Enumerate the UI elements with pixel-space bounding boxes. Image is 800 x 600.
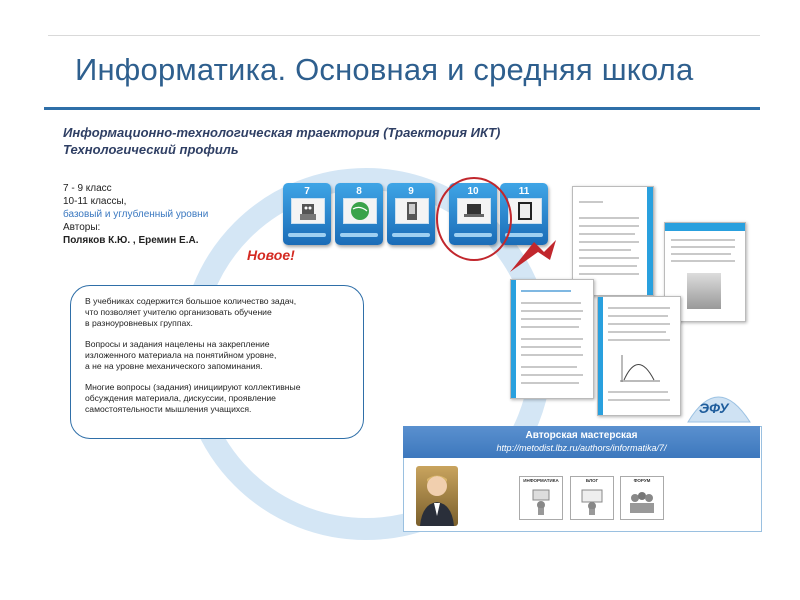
blog-link-button[interactable]: БЛОГ xyxy=(570,476,614,520)
forum-link-button[interactable]: ФОРУМ xyxy=(620,476,664,520)
slide-title: Информатика. Основная и средняя школа xyxy=(75,52,694,87)
figure-board-icon xyxy=(581,489,603,515)
features-callout: В учебниках содержится большое количеств… xyxy=(70,285,364,439)
panel-url-link[interactable]: http://metodist.lbz.ru/authors/informati… xyxy=(496,443,667,453)
author-photo xyxy=(416,466,458,526)
levels-text: базовый и углубленный уровни xyxy=(63,209,209,220)
textbook-grade-8[interactable]: 8 xyxy=(335,183,383,245)
new-badge: Новое! xyxy=(247,247,295,263)
figure-group-icon xyxy=(630,492,654,513)
grade-number: 7 xyxy=(304,186,310,197)
course-info: 7 - 9 класс 10-11 классы, базовый и углу… xyxy=(63,182,208,247)
red-arrow-icon xyxy=(510,240,556,272)
subtitle-line-2: Технологический профиль xyxy=(63,142,239,157)
grade-number: 11 xyxy=(518,186,530,197)
grade-number: 8 xyxy=(356,186,362,197)
callout-paragraph-1: В учебниках содержится большое количеств… xyxy=(85,296,297,328)
robot-icon xyxy=(291,198,325,224)
informatics-link-button[interactable]: ИНФОРМАТИКА xyxy=(519,476,563,520)
device-icon xyxy=(395,198,429,224)
authors-names: Поляков К.Ю. , Еремин Е.А. xyxy=(63,235,199,246)
panel-header xyxy=(403,426,760,458)
top-divider xyxy=(48,35,760,36)
grades-7-9: 7 - 9 класс xyxy=(63,183,112,194)
authors-label: Авторы: xyxy=(63,222,101,233)
efu-logo xyxy=(687,396,751,423)
document-page-photo[interactable] xyxy=(664,222,746,322)
document-page-graph[interactable] xyxy=(597,296,681,416)
textbook-grade-9[interactable]: 9 xyxy=(387,183,435,245)
document-page-tasks[interactable] xyxy=(510,279,594,399)
grade-number: 9 xyxy=(408,186,414,197)
textbook-grade-7[interactable]: 7 xyxy=(283,183,331,245)
tablet-icon xyxy=(508,198,542,224)
figure-sign-icon xyxy=(532,489,550,515)
graph-figure xyxy=(620,355,660,382)
callout-paragraph-3: Многие вопросы (задания) инициируют колл… xyxy=(85,382,301,414)
efu-logo-text: ЭФУ xyxy=(699,400,729,416)
subtitle: Информационно-технологическая траектория… xyxy=(63,124,623,158)
highlight-circle xyxy=(436,177,512,261)
subtitle-line-1: Информационно-технологическая траектория… xyxy=(63,125,501,140)
callout-paragraph-2: Вопросы и задания нацелены на закреплени… xyxy=(85,339,277,371)
grades-10-11: 10-11 классы, xyxy=(63,196,127,207)
panel-title: Авторская мастерская xyxy=(525,430,638,441)
globe-icon xyxy=(343,198,377,224)
title-underline xyxy=(44,107,760,110)
document-page-toc[interactable] xyxy=(572,186,654,296)
